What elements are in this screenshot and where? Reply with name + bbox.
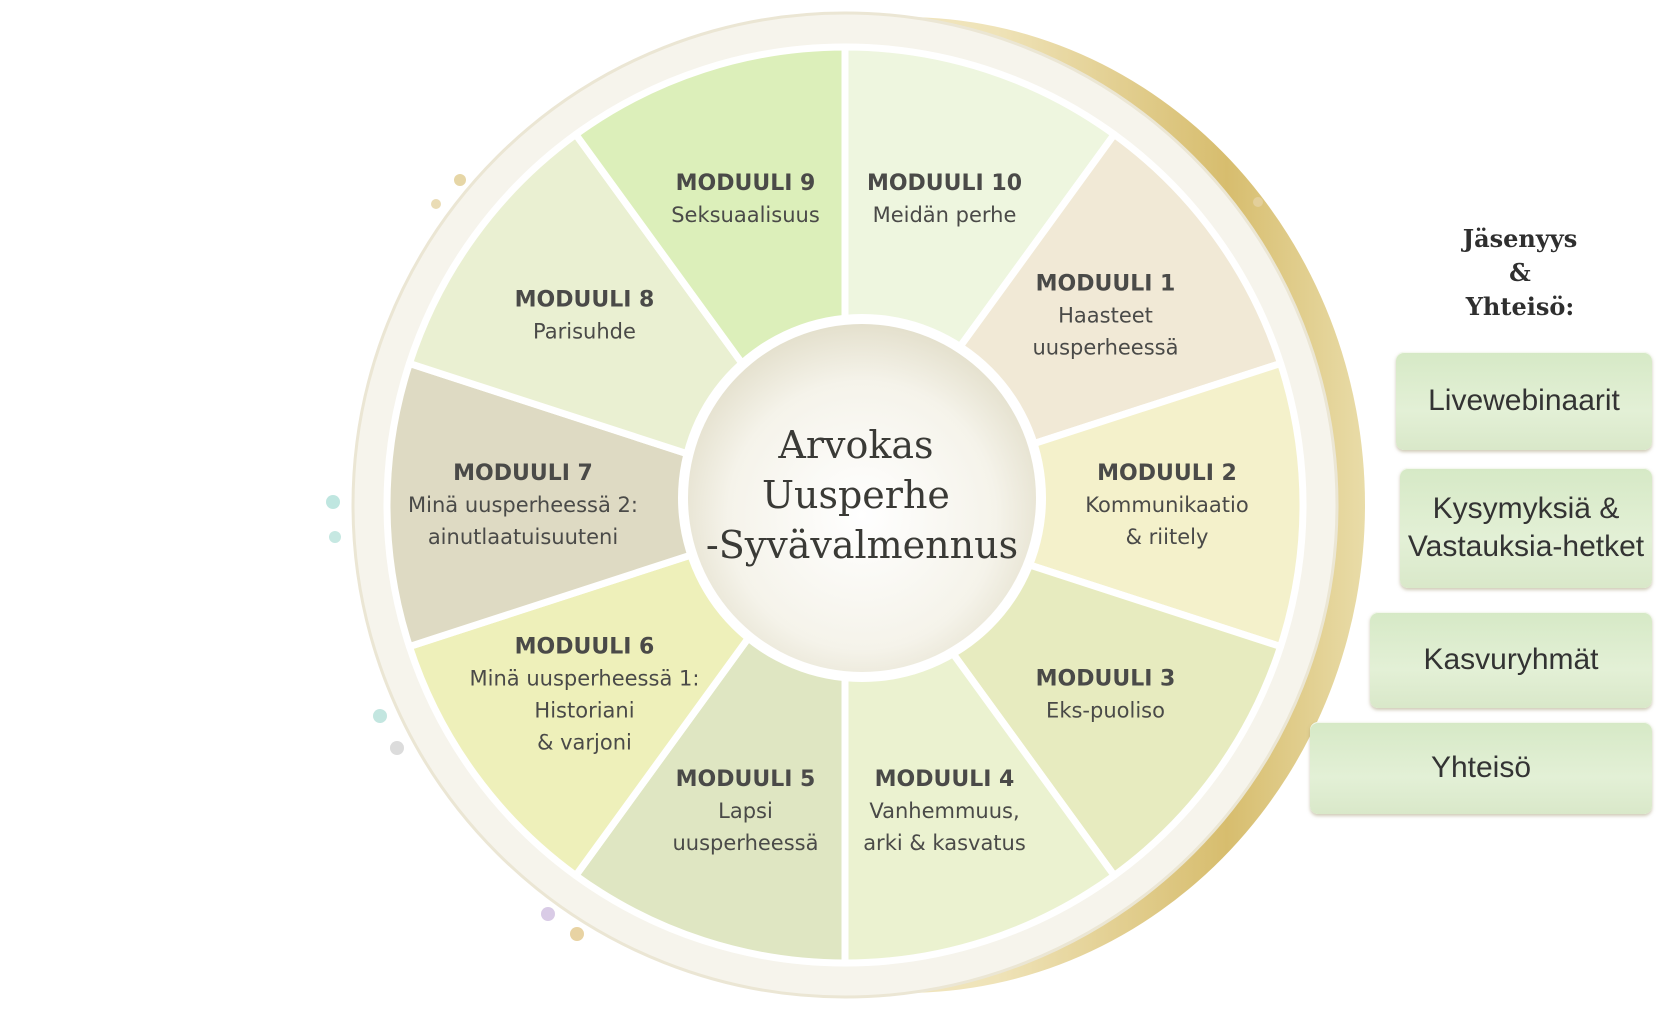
decor-dot xyxy=(1253,197,1263,207)
module-label: MODUULI 8 Parisuhde xyxy=(515,288,655,344)
module-label: MODUULI 4 Vanhemmuus, arki & kasvatus xyxy=(863,767,1026,855)
module-title: MODUULI 4 xyxy=(875,767,1015,792)
module-title: MODUULI 8 xyxy=(515,288,655,313)
module-subtitle: Haasteet xyxy=(1058,304,1153,328)
center-hub xyxy=(688,324,1036,672)
membership-title-line: & xyxy=(1509,258,1531,287)
module-subtitle: Historiani xyxy=(534,698,634,722)
module-subtitle: Meidän perhe xyxy=(873,203,1017,227)
module-subtitle: Vanhemmuus, xyxy=(869,799,1019,823)
module-label: MODUULI 7 Minä uusperheessä 2: ainutlaatui… xyxy=(408,461,638,549)
module-title: MODUULI 10 xyxy=(867,171,1022,196)
module-subtitle: Lapsi xyxy=(718,799,773,823)
membership-item-kysymyksia: Kysymyksiä & Vastauksia-hetket xyxy=(1400,468,1652,588)
decor-dot xyxy=(326,495,340,509)
decor-dot xyxy=(454,174,466,186)
membership-item-kasvuryhmat: Kasvuryhmät xyxy=(1370,612,1652,708)
center-title-line: Arvokas xyxy=(777,423,933,467)
center-title-line: Uusperhe xyxy=(762,473,950,517)
module-label: MODUULI 6 Minä uusperheessä 1: Historiani &… xyxy=(470,634,700,754)
module-title: MODUULI 5 xyxy=(676,767,816,792)
module-label: MODUULI 3 Eks-puoliso xyxy=(1036,666,1176,722)
decor-dot xyxy=(431,199,441,209)
module-label: MODUULI 1 Haasteet uusperheessä xyxy=(1033,272,1179,360)
module-title: MODUULI 2 xyxy=(1097,461,1237,486)
module-subtitle: Kommunikaatio xyxy=(1085,493,1248,517)
membership-title: Jäsenyys & Yhteisö: xyxy=(1440,222,1600,324)
module-subtitle: & varjoni xyxy=(537,730,632,754)
membership-item-label: Livewebinaarit xyxy=(1428,384,1620,417)
membership-item-yhteiso: Yhteisö xyxy=(1310,722,1652,814)
membership-item-label: Kysymyksiä & Vastauksia-hetket xyxy=(1407,492,1645,563)
module-subtitle: Minä uusperheessä 1: xyxy=(470,666,700,690)
module-subtitle: uusperheessä xyxy=(673,831,819,855)
module-subtitle: ainutlaatuisuuteni xyxy=(428,525,618,549)
module-label: MODUULI 2 Kommunikaatio & riitely xyxy=(1085,461,1248,549)
decor-dot xyxy=(570,927,584,941)
membership-title-line: Jäsenyys xyxy=(1462,224,1578,253)
module-subtitle: Eks-puoliso xyxy=(1046,698,1165,722)
center-title-line: -Syvävalmennus xyxy=(706,523,1018,567)
module-subtitle: Seksuaalisuus xyxy=(671,203,820,227)
membership-item-livewebinaarit: Livewebinaarit xyxy=(1396,352,1652,450)
membership-item-label: Yhteisö xyxy=(1430,751,1532,784)
membership-title-line: Yhteisö: xyxy=(1465,292,1575,321)
module-title: MODUULI 3 xyxy=(1036,666,1176,691)
module-label: MODUULI 10 Meidän perhe xyxy=(867,171,1022,227)
decor-dot xyxy=(373,709,387,723)
module-segment xyxy=(383,359,849,651)
module-title: MODUULI 7 xyxy=(453,461,593,486)
module-label: MODUULI 5 Lapsi uusperheessä xyxy=(673,767,819,855)
module-title: MODUULI 1 xyxy=(1036,272,1176,297)
decor-dot xyxy=(390,741,404,755)
module-title: MODUULI 9 xyxy=(676,171,816,196)
module-subtitle: Minä uusperheessä 2: xyxy=(408,493,638,517)
center-title: Arvokas Uusperhe -Syvävalmennus xyxy=(706,423,1018,567)
decor-dot xyxy=(541,907,555,921)
module-subtitle: & riitely xyxy=(1126,525,1209,549)
module-segment xyxy=(841,359,1307,651)
module-subtitle: uusperheessä xyxy=(1033,336,1179,360)
module-subtitle: Parisuhde xyxy=(533,320,636,344)
membership-item-label: Kasvuryhmät xyxy=(1423,643,1599,676)
decor-dot xyxy=(329,531,341,543)
module-label: MODUULI 9 Seksuaalisuus xyxy=(671,171,820,227)
module-subtitle: arki & kasvatus xyxy=(863,831,1026,855)
module-title: MODUULI 6 xyxy=(515,634,655,659)
